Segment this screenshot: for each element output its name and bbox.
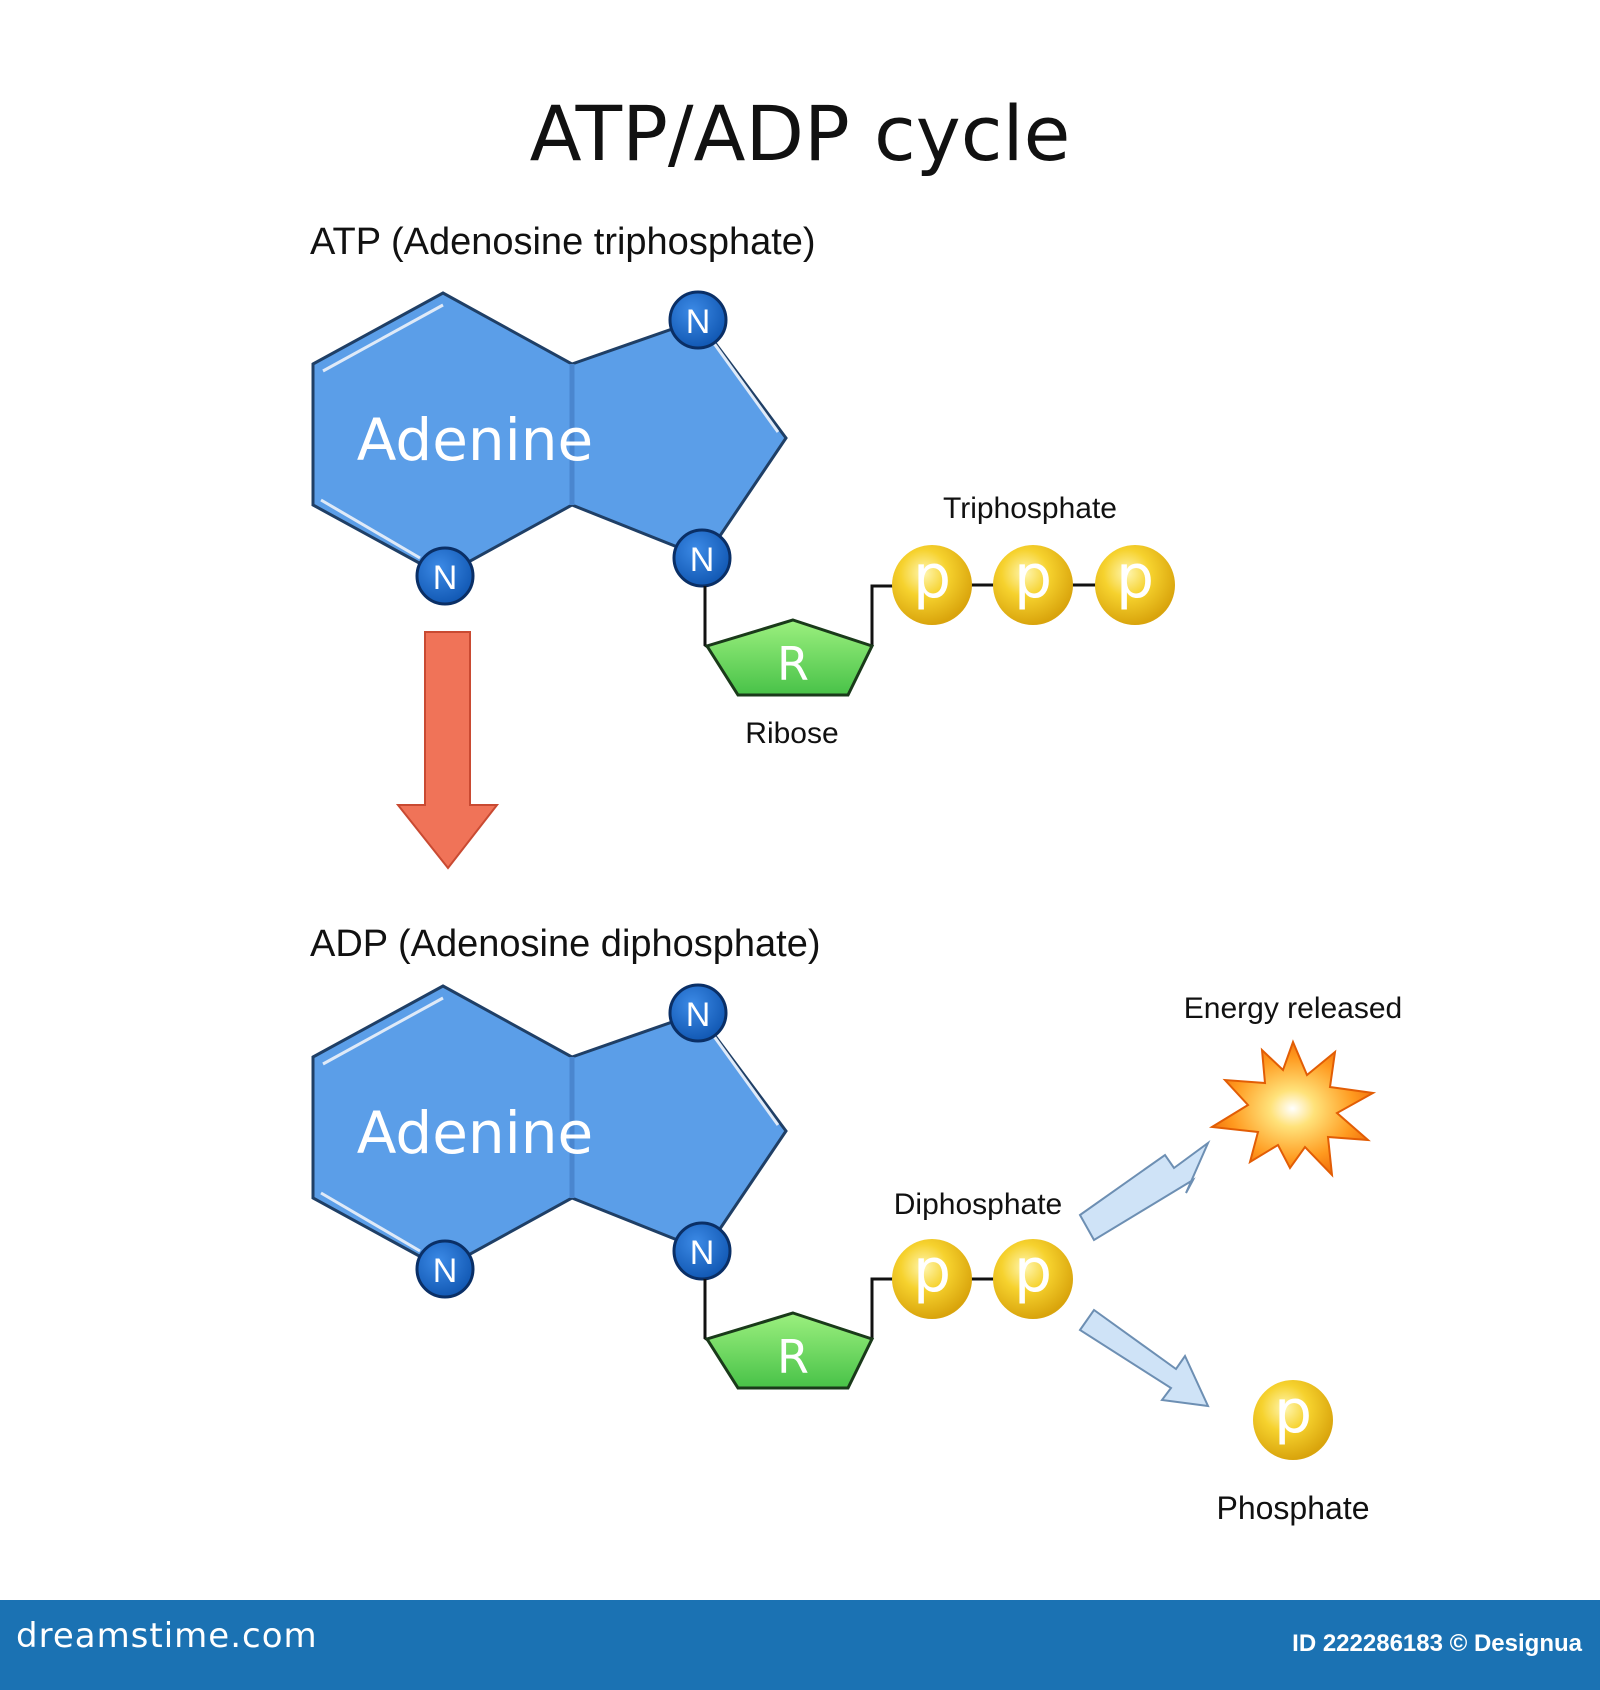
phosphate-ball: p: [993, 542, 1073, 625]
phosphate-label: Phosphate: [1216, 1490, 1369, 1526]
nitrogen-atom: N: [415, 1239, 475, 1299]
arrow-to-energy-icon: [1078, 1139, 1211, 1242]
free-phosphate-ball: p: [1253, 1377, 1333, 1460]
svg-text:N: N: [690, 1234, 715, 1272]
bond-line: [870, 1277, 900, 1339]
phosphate-ball: p: [993, 1236, 1073, 1319]
ribose-pentagon-atp: R: [704, 618, 875, 697]
ribose-label: Ribose: [745, 717, 838, 750]
svg-text:N: N: [690, 541, 715, 579]
svg-text:p: p: [1274, 1377, 1312, 1447]
ribose-pentagon-adp: R: [704, 1311, 875, 1390]
atp-molecule: Adenine N N N R Ribose Triphosphate p: [311, 290, 1175, 750]
svg-text:p: p: [1014, 542, 1052, 612]
svg-text:p: p: [913, 542, 951, 612]
svg-text:R: R: [777, 637, 809, 691]
nitrogen-atom: N: [415, 546, 475, 606]
diagram-title: ATP/ADP cycle: [530, 89, 1071, 178]
arrow-to-phosphate-icon: [1078, 1308, 1210, 1408]
site-logo: dreamstime.com: [16, 1616, 318, 1656]
svg-text:p: p: [1014, 1236, 1052, 1306]
adp-molecule: Adenine N N N R Diphosphate p p: [311, 983, 1073, 1390]
nitrogen-atom: N: [668, 983, 728, 1043]
image-credit: ID 222286183 © Designua: [1292, 1630, 1582, 1657]
svg-text:R: R: [777, 1330, 809, 1384]
adenine-label-atp: Adenine: [357, 406, 593, 474]
footer-bar: dreamstime.com ID 222286183 © Designua: [0, 1600, 1600, 1690]
phosphate-ball: p: [892, 1236, 972, 1319]
adp-heading: ADP (Adenosine diphosphate): [310, 923, 821, 965]
bond-line: [703, 1279, 713, 1345]
svg-text:N: N: [686, 303, 711, 341]
triphosphate-label: Triphosphate: [943, 492, 1117, 525]
diphosphate-label: Diphosphate: [894, 1188, 1062, 1221]
phosphate-ball: p: [1095, 542, 1175, 625]
nitrogen-atom: N: [672, 528, 732, 588]
nitrogen-atom: N: [668, 290, 728, 350]
svg-text:N: N: [433, 1252, 458, 1290]
svg-text:p: p: [913, 1236, 951, 1306]
atp-heading: ATP (Adenosine triphosphate): [310, 221, 816, 263]
adenine-ring-atp: [311, 291, 788, 578]
bond-line: [870, 584, 900, 646]
conversion-arrow-icon: [395, 631, 500, 870]
energy-burst-icon: [1208, 1039, 1377, 1178]
nitrogen-atom: N: [672, 1221, 732, 1281]
bond-line: [703, 586, 713, 652]
svg-text:N: N: [686, 996, 711, 1034]
adenine-label-adp: Adenine: [357, 1099, 593, 1167]
svg-text:N: N: [433, 559, 458, 597]
svg-text:p: p: [1116, 542, 1154, 612]
energy-released-label: Energy released: [1184, 992, 1402, 1025]
adenine-ring-adp: [311, 984, 788, 1271]
phosphate-ball: p: [892, 542, 972, 625]
